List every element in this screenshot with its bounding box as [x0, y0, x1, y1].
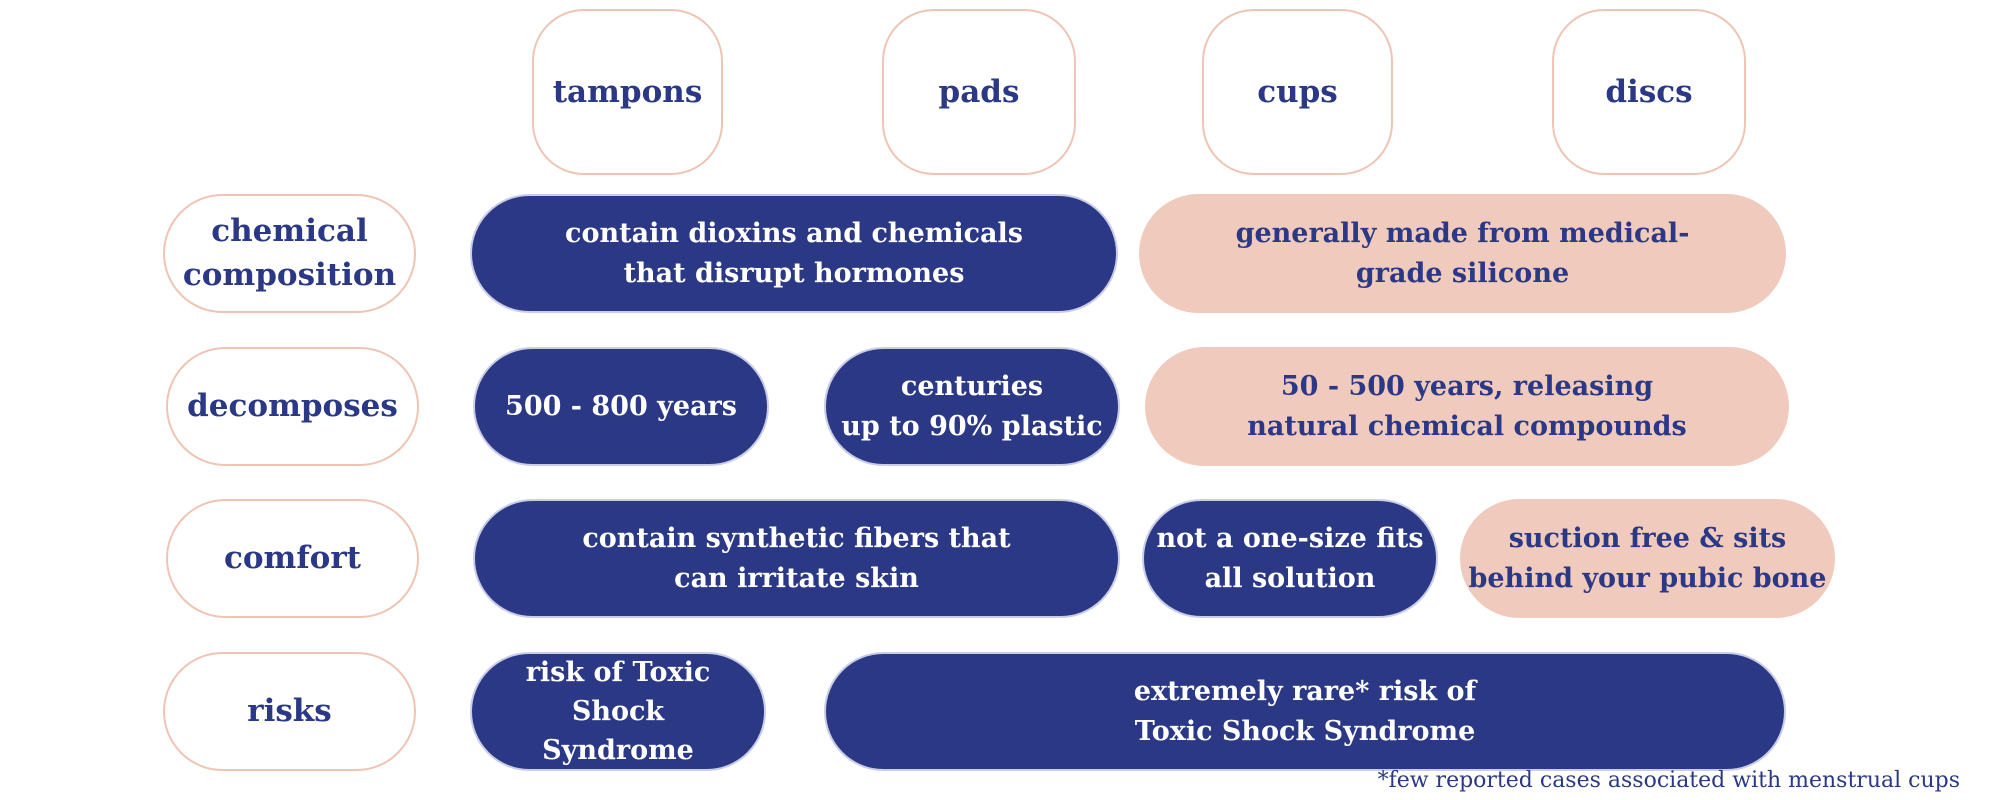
row-label-decomposes: decomposes [166, 347, 419, 466]
row-label-comfort: comfort [166, 499, 419, 618]
cell-chemical-cups-discs: generally made from medical-grade silico… [1139, 194, 1786, 313]
row-label-risks: risks [163, 652, 416, 771]
cell-decomposes-pads: centuries up to 90% plastic [824, 347, 1120, 466]
cell-chemical-tampons-pads: contain dioxins and chemicals that disru… [470, 194, 1118, 313]
cell-comfort-tampons-pads: contain synthetic fibers that can irrita… [473, 499, 1120, 618]
column-header-tampons: tampons [532, 9, 723, 175]
row-label-chemical-composition: chemical composition [163, 194, 416, 313]
column-header-pads: pads [882, 9, 1076, 175]
cell-risks-tampons: risk of Toxic Shock Syndrome [470, 652, 766, 771]
cell-decomposes-cups-discs: 50 - 500 years, releasing natural chemic… [1145, 347, 1789, 466]
column-header-cups: cups [1202, 9, 1393, 175]
column-header-discs: discs [1552, 9, 1746, 175]
cell-comfort-discs: suction free & sits behind your pubic bo… [1460, 499, 1835, 618]
cell-risks-pads-cups-discs: extremely rare* risk of Toxic Shock Synd… [824, 652, 1786, 771]
cell-decomposes-tampons: 500 - 800 years [473, 347, 769, 466]
decomposes-pads-line-2: up to 90% plastic [841, 410, 1103, 442]
footnote: *few reported cases associated with mens… [1377, 768, 1960, 793]
decomposes-pads-line-1: centuries [900, 371, 1044, 403]
cell-comfort-cups: not a one-size fits all solution [1142, 499, 1438, 618]
